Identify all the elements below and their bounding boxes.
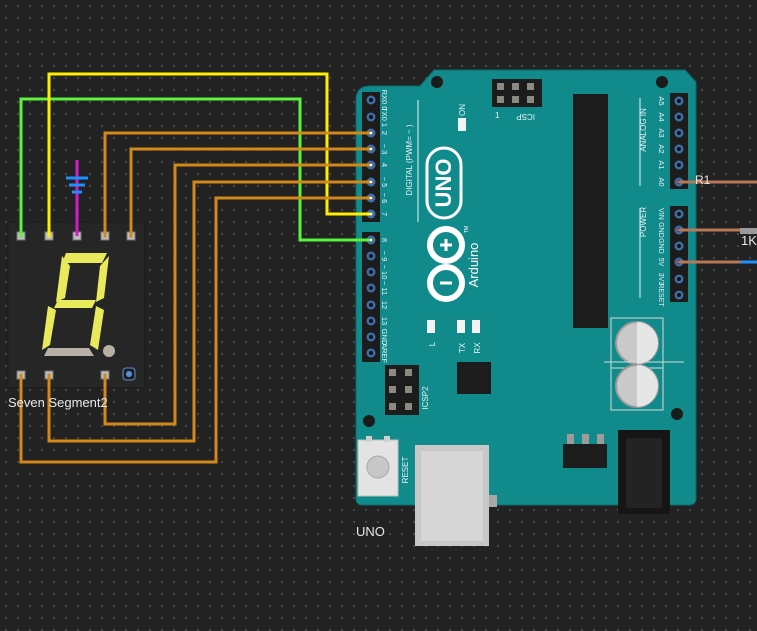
pin-label-gnd2: GND [657,238,664,254]
wire-orange-1 [103,131,373,238]
tx-label: TX [458,342,467,353]
segment-dp [103,345,115,357]
power-header [670,206,688,302]
analog-header-label: ANALOG IN [639,108,648,152]
icsp-pin1-label: 1 [495,111,500,120]
pin-label-a1: A1 [657,160,666,169]
pin-label-a5: A5 [657,96,666,105]
pin-label-d12: 12 [380,301,389,309]
power-header-label: POWER [639,207,648,237]
wires[interactable] [19,72,757,464]
icsp-label: ICSP [516,112,535,121]
arduino-label: UNO [356,524,385,539]
pin-label-5v: 5V [657,258,664,267]
pin-label-d7: 7 [380,212,389,216]
wire-yellow [47,72,373,238]
digital-header-lower [362,232,380,362]
pin-label-d3: ~ 3 [380,144,389,155]
settings-icon[interactable] [122,367,136,381]
analog-header [670,93,688,189]
pin-label-3v3: 3V3 [657,273,664,286]
pin-label-reset: RESET [657,283,664,307]
segment-c [90,306,104,350]
pin-label-d6: ~ 6 [380,193,389,204]
pin-label-d4: 4 [380,163,389,167]
arduino-uno-board[interactable]: RX0 0 TX0 1 2 ~ 3 4 ~ 5 ~ 6 7 8 ~ 9 ~ 10… [355,69,697,546]
mounting-hole [656,76,668,88]
usb-port [415,445,497,546]
usb-chip [457,362,491,394]
capacitors [604,317,684,411]
pin-label-d8: 8 [380,238,389,242]
voltage-regulator [563,434,607,468]
wire-orange-2 [129,147,373,238]
icsp2-label: ICSP2 [421,386,430,410]
voltage-probe-icon[interactable] [66,160,88,236]
pin-label-d11: ~ 11 [380,281,389,295]
pin-label-d2: 2 [380,131,389,135]
pin-label-a2: A2 [657,144,666,153]
seven-segment-display[interactable] [7,221,146,389]
mounting-hole [671,408,683,420]
wire-orange-4 [47,180,373,443]
wire-orange-3 [103,163,373,426]
on-led [458,118,466,131]
digital-header-upper [362,92,380,222]
pin-label-a4: A4 [657,112,666,121]
pin-label-d5: ~ 5 [380,177,389,188]
segment-f [56,256,70,302]
wire-orange-5 [19,196,373,464]
power-jack [618,430,670,514]
resistor-name-label: R1 [695,173,711,187]
pin-label-d1: TX0 1 [380,107,389,127]
segment-g [54,300,96,308]
pin-label-aref: AREF [380,343,389,363]
pin-label-d13: 13 [380,317,389,325]
wire-endpoints [369,131,373,242]
digital-header-label: DIGITAL (PWM= ~ ) [405,124,414,195]
svg-text:UNO: UNO [431,159,456,208]
pin-label-gnd1: GND [657,222,664,238]
resistor-body[interactable] [740,228,757,234]
pin-label-vin: VIN [657,208,664,220]
segment-a [62,253,107,263]
rx-led [472,320,480,333]
reset-button[interactable] [357,436,399,497]
pin-label-a0: A0 [657,177,666,186]
pin-label-a3: A3 [657,128,666,137]
segment-e [42,306,56,350]
mounting-hole [363,415,375,427]
l-label: L [428,341,437,346]
seven-segment-label: Seven Segment2 [8,395,108,410]
segment-b [96,256,109,302]
atmega-chip [573,94,608,328]
wire-green [19,97,373,242]
reset-label: RESET [401,457,410,484]
pin-label-d9: ~ 9 [380,251,389,262]
tx-led [457,320,465,333]
l-led [427,320,435,333]
on-label: ON [458,104,467,116]
resistor-value-label: 1K [741,233,757,248]
pin-label-d10: ~ 10 [380,265,389,280]
segment-d [44,348,94,356]
pin-label-gnd: GND [380,329,389,346]
rx-label: RX [473,342,482,354]
tm-label: TM [464,226,470,233]
pin-label-d0: RX0 0 [380,90,389,111]
arduino-brand: Arduino [466,243,481,288]
mounting-hole [431,76,443,88]
arduino-logo: UNO [425,146,465,302]
